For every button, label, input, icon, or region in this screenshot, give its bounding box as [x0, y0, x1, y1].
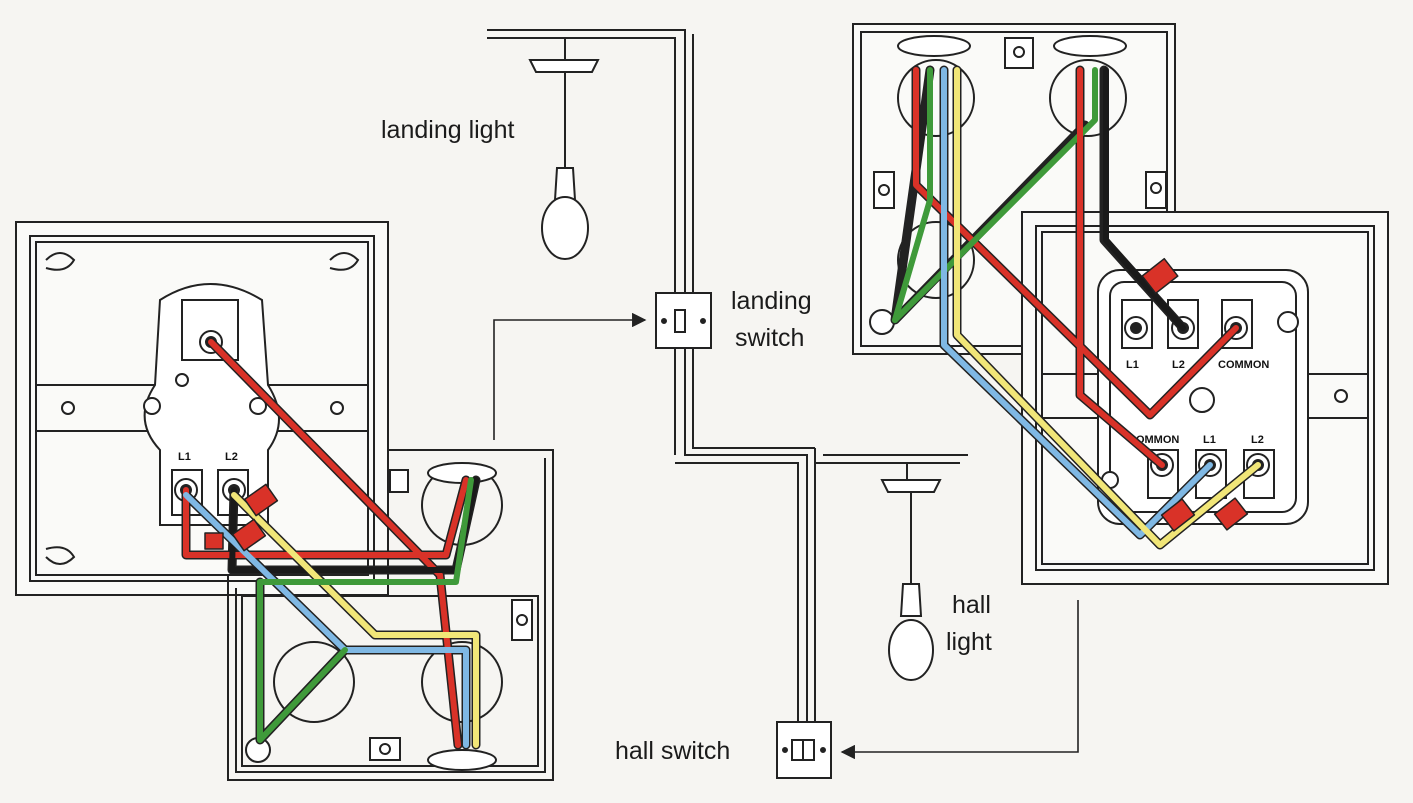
hall-switch-symbol: [776, 721, 832, 779]
hall-light-label-line-2: light: [946, 627, 992, 656]
landing-cable: [487, 29, 808, 722]
right-bottom-terminal-l1-label: L1: [1203, 434, 1216, 446]
landing-switch-label-line-1: landing: [731, 287, 812, 315]
right-wiring: [890, 65, 1263, 550]
landing-light-fitting: [528, 59, 600, 260]
landing-light-label: landing light: [381, 116, 515, 144]
left-wiring: [181, 337, 481, 750]
schematic: [487, 29, 968, 735]
right-top-terminal-l2-label: L2: [1172, 359, 1185, 371]
arrow-to-landing-switch: [493, 312, 647, 440]
landing-switch-label-line-2: switch: [735, 323, 805, 352]
landing-switch-label: landing switch: [729, 286, 812, 353]
left-terminal-l2-label: L2: [225, 451, 238, 463]
hall-light-fitting: [880, 479, 942, 681]
hall-light-label-line-1: hall: [952, 591, 991, 619]
hall-switch-label: hall switch: [615, 737, 731, 765]
right-backbox: [852, 23, 1176, 355]
arrow-to-hall-switch: [840, 600, 1079, 760]
right-bottom-terminal-l2-label: L2: [1251, 434, 1264, 446]
landing-switch-symbol: [655, 292, 712, 349]
left-terminal-l1-label: L1: [178, 451, 191, 463]
right-top-terminal-common-label: COMMON: [1218, 359, 1269, 371]
hall-light-label: hall light: [946, 590, 992, 657]
left-faceplate: [15, 221, 389, 596]
right-top-terminal-l1-label: L1: [1126, 359, 1139, 371]
